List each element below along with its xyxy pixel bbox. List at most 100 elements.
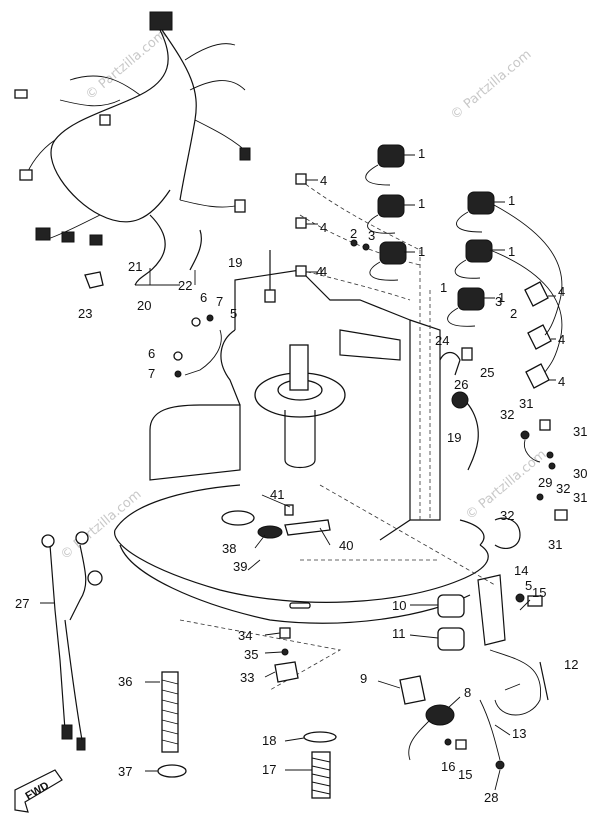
callout-label: 1	[508, 193, 515, 208]
wiring-harness	[14, 11, 251, 246]
plug-cap-2	[527, 324, 552, 350]
washer-35	[281, 648, 289, 656]
clamp-37	[157, 764, 187, 778]
callout-label: 1	[508, 244, 515, 259]
connector-f	[234, 199, 246, 213]
clamp-18	[303, 731, 337, 743]
callout-label: 32	[556, 481, 570, 496]
connector-e	[239, 147, 251, 161]
callout-label: 4	[320, 264, 327, 279]
callout-label: 33	[240, 670, 254, 685]
callout-label: 22	[178, 278, 192, 293]
callout-label: 2	[510, 306, 517, 321]
connector-c	[61, 231, 75, 243]
fastener-4b	[295, 217, 307, 229]
ignition-coils	[365, 144, 495, 327]
engine-block	[149, 269, 441, 541]
plug-cap-1	[524, 281, 549, 307]
callout-label: 32	[500, 407, 514, 422]
callout-label: 4	[558, 374, 565, 389]
callout-label: 28	[484, 790, 498, 805]
connector-g	[14, 89, 28, 99]
part-19-top-plug	[264, 289, 276, 303]
callout-label: 41	[270, 487, 284, 502]
bolt-6a	[191, 317, 201, 327]
bolt-15a	[527, 595, 543, 607]
cowling-outer	[114, 529, 489, 603]
callout-label: 31	[548, 537, 562, 552]
cowling-right	[459, 519, 485, 546]
callout-label: 8	[464, 685, 471, 700]
callout-label: 31	[573, 490, 587, 505]
washer-2a	[350, 239, 358, 247]
clamp-33	[274, 661, 299, 683]
washer-3a	[362, 243, 370, 251]
cowling-left	[114, 484, 241, 531]
lower-right-parts	[399, 675, 505, 770]
connector-a	[19, 169, 33, 181]
leader-set-lower	[300, 484, 496, 586]
callout-label: 5	[230, 306, 237, 321]
engine-outline-left	[149, 404, 241, 481]
callout-label: 10	[392, 598, 406, 613]
parts-20-22	[84, 214, 202, 289]
terminal-27d	[61, 724, 73, 740]
callout-label: 1	[418, 196, 425, 211]
coil-1c	[369, 241, 407, 281]
bolt-41	[284, 504, 294, 516]
callout-label: 11	[392, 626, 406, 641]
callout-label: 1	[498, 290, 505, 305]
callout-label: 24	[435, 333, 449, 348]
coil-1f	[447, 287, 485, 327]
relay-group	[437, 574, 549, 716]
callout-label: 4	[558, 332, 565, 347]
fwd-arrow-shape	[14, 769, 63, 813]
bolt-6b	[173, 351, 183, 361]
callout-label: 6	[148, 346, 155, 361]
relay-10	[437, 594, 465, 618]
callout-label: 26	[454, 377, 468, 392]
callout-leaders	[40, 154, 556, 791]
cowling-inner	[119, 544, 471, 624]
wire-31	[523, 439, 541, 463]
callout-label: 4	[316, 264, 323, 279]
part-40	[284, 519, 331, 536]
callout-label: 1	[418, 146, 425, 161]
relay-11	[437, 627, 465, 651]
washer-7b	[174, 370, 182, 378]
callout-label: 3	[368, 228, 375, 243]
part-8	[425, 704, 455, 726]
callout-label: 23	[78, 306, 92, 321]
bolt-31a	[539, 419, 551, 431]
engine-outline-curve	[220, 329, 241, 406]
part-9	[399, 675, 426, 705]
callout-label: 1	[418, 244, 425, 259]
wire-28	[479, 699, 501, 761]
callout-label: 16	[441, 759, 455, 774]
callout-label: 5	[525, 578, 532, 593]
connector-b	[35, 227, 51, 241]
right-middle-parts	[439, 347, 568, 549]
harness-main-trunk	[50, 29, 171, 223]
callout-label: 4	[320, 220, 327, 235]
coil-1d	[456, 191, 495, 233]
callout-label: 31	[573, 424, 587, 439]
plug-caps	[489, 204, 563, 389]
harness-branch-right	[161, 29, 197, 201]
callout-label: 35	[244, 647, 258, 662]
harness-27-branch	[69, 544, 87, 621]
wire-12	[489, 649, 542, 716]
flywheel-shaft	[289, 344, 309, 391]
spring-17	[311, 751, 331, 799]
part-32-bracket	[494, 517, 521, 549]
callout-label: 6	[200, 290, 207, 305]
terminal-27b	[75, 531, 89, 545]
leader-set-bottom	[179, 619, 342, 691]
flywheel-assembly	[254, 344, 346, 469]
part-22-wire	[189, 229, 202, 271]
engine-cover-plate	[339, 329, 401, 361]
part-39	[257, 525, 283, 539]
callout-label: 19	[228, 255, 242, 270]
